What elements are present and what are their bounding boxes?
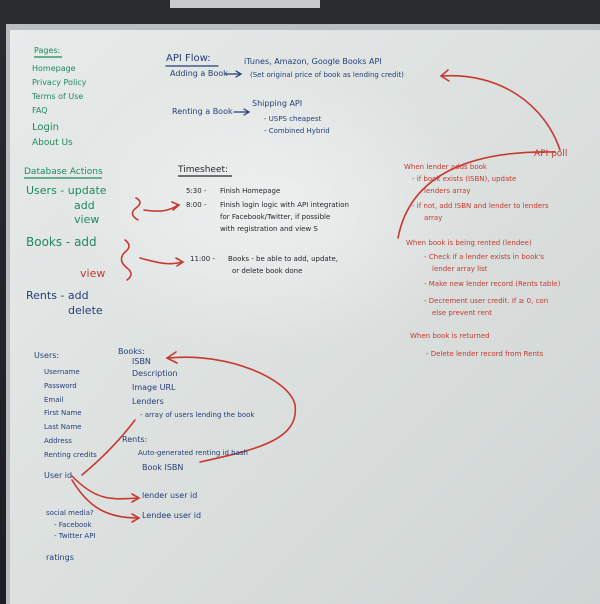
books-field: Lenders: [132, 397, 164, 406]
db-rents-add: Rents - add: [26, 289, 89, 302]
db-users-add: add: [74, 199, 95, 212]
page-item-privacy: Privacy Policy: [32, 78, 87, 87]
page-item-faq: FAQ: [32, 106, 48, 115]
arrow-books-timesheet: [139, 257, 183, 265]
arrowhead-users: [171, 201, 181, 211]
arrow-users-timesheet: [143, 204, 179, 212]
users-field: Username: [44, 368, 80, 376]
users-ratings: ratings: [46, 553, 74, 562]
arrowhead-lendee: [131, 513, 141, 523]
line-books-rents: [81, 419, 136, 476]
db-books-add: Books - add: [26, 235, 97, 249]
api-flow-heading: API Flow:: [166, 53, 211, 64]
api-poll-label: API poll: [534, 149, 568, 159]
squiggle-users: [131, 197, 141, 221]
rents-field-lender: lender user id: [142, 491, 198, 500]
api-poll-line-10: - Decrement user credit. If ≥ 0, con: [424, 297, 549, 305]
db-users-view: view: [74, 213, 100, 226]
users-field: Email: [44, 396, 64, 404]
api-poll-line-4: - if not, add ISBN and lender to lenders: [412, 202, 549, 210]
pages-heading: Pages:: [34, 46, 61, 55]
timesheet-e3-line2: or delete book done: [232, 267, 303, 275]
api-poll-line-6: When book is being rented (lendee): [406, 239, 532, 247]
api-poll-line-13: - Delete lender record from Rents: [426, 350, 544, 358]
users-field: Address: [44, 437, 72, 445]
api-flow-renting-target: Shipping API: [252, 99, 303, 108]
api-flow-adding-note: (Set original price of book as lending c…: [250, 71, 404, 79]
users-social-facebook: - Facebook: [54, 521, 92, 529]
page-item-homepage: Homepage: [32, 64, 76, 73]
users-field: Renting credits: [44, 451, 97, 459]
api-poll-line-7: - Check if a lender exists in book's: [424, 253, 544, 261]
page-item-about: About Us: [32, 138, 73, 148]
arrowhead-isbn: [165, 351, 178, 364]
api-flow-renting: Renting a Book: [172, 107, 233, 116]
whiteboard: [6, 24, 600, 604]
timesheet-heading: Timesheet:: [178, 165, 229, 175]
books-schema-heading: Books:: [118, 347, 145, 356]
books-field: Image URL: [132, 383, 176, 392]
page-item-login: Login: [32, 122, 59, 133]
timesheet-e2-time: 8:00 -: [186, 201, 207, 209]
api-poll-line-1: When lender adds book: [404, 163, 487, 171]
arrowhead-api-poll: [439, 69, 450, 82]
api-poll-line-8: lender array list: [432, 265, 488, 273]
arrow-userid-lender: [71, 475, 139, 500]
api-flow-adding-target: iTunes, Amazon, Google Books API: [244, 57, 382, 66]
books-lenders-note: - array of users lending the book: [140, 411, 255, 419]
books-field: Description: [132, 369, 178, 378]
api-flow-adding: Adding a Book: [170, 69, 228, 78]
api-poll-line-11: else prevent rent: [432, 309, 492, 317]
timesheet-e1-text: Finish Homepage: [220, 187, 281, 195]
api-poll-line-2: - if book exists (ISBN), update: [412, 175, 517, 183]
rents-field-id: Auto-generated renting id hash: [138, 449, 248, 457]
users-field: Last Name: [44, 423, 82, 431]
arrow-userid-lendee: [71, 479, 139, 519]
api-poll-line-5: array: [424, 214, 443, 222]
db-users-update: Users - update: [26, 184, 107, 197]
rents-field-lendee: Lendee user id: [142, 511, 202, 520]
arrowhead-books: [175, 257, 185, 267]
timesheet-e3-time: 11:00 -: [190, 255, 215, 263]
timesheet-e1-time: 5:30 -: [186, 187, 207, 195]
squiggle-books: [120, 239, 132, 281]
api-poll-line-3: lenders array: [424, 187, 471, 195]
loop-lenders-isbn: [167, 356, 297, 463]
db-rents-delete: delete: [68, 304, 103, 317]
db-actions-heading: Database Actions: [24, 167, 103, 177]
db-books-view: view: [80, 267, 106, 280]
arrowhead-lender: [131, 493, 141, 503]
users-social-twitter: - Twitter API: [54, 532, 96, 540]
arrow-api-poll: [441, 74, 561, 151]
connector-api-poll-bracket: [397, 151, 556, 239]
users-field: Password: [44, 382, 77, 390]
ceiling-light: [170, 0, 320, 8]
api-flow-renting-opt2: - Combined Hybrid: [264, 127, 330, 135]
users-field: First Name: [44, 409, 82, 417]
timesheet-e2-line2: for Facebook/Twitter, if possible: [220, 213, 331, 221]
api-poll-line-12: When book is returned: [410, 332, 490, 340]
api-poll-line-9: - Make new lender record (Rents table): [424, 280, 561, 288]
books-field: ISBN: [132, 357, 151, 366]
api-flow-renting-opt1: - USPS cheapest: [264, 115, 322, 123]
rents-schema-heading: Rents:: [122, 435, 148, 444]
timesheet-e2-line1: Finish login logic with API integration: [220, 201, 349, 209]
timesheet-e2-line3: with registration and view S: [220, 225, 318, 233]
page-item-terms: Terms of Use: [32, 92, 84, 101]
users-schema-heading: Users:: [34, 351, 60, 360]
rents-field-isbn: Book ISBN: [142, 463, 184, 472]
users-social: social media?: [46, 509, 94, 517]
timesheet-e3-line1: Books - be able to add, update,: [228, 255, 338, 263]
users-field: User id: [44, 471, 73, 480]
